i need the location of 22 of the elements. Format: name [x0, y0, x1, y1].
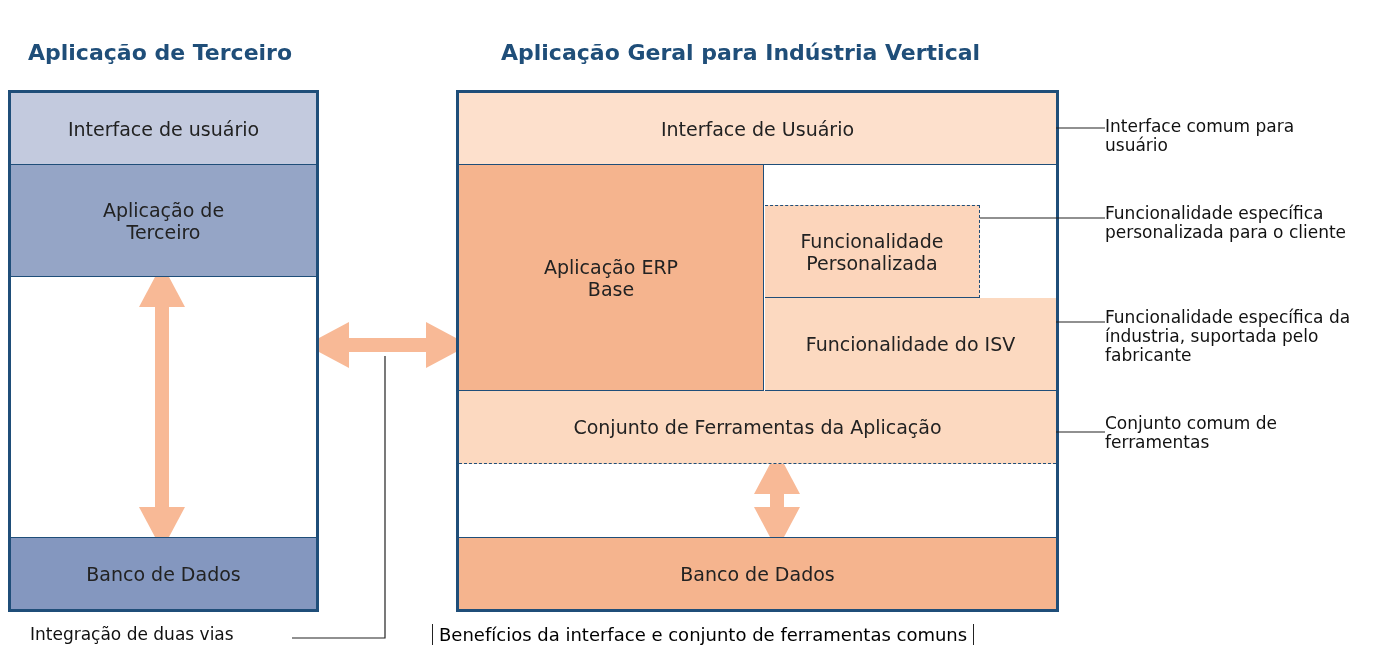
- leader-line: [1055, 431, 1106, 433]
- annotation-text: Conjunto comum de ferramentas: [1105, 414, 1370, 452]
- annotation-text: Funcionalidade específica da índustria, suportada pelo fabricante: [1105, 308, 1370, 365]
- layer-box: Funcionalidade do ISV: [765, 298, 1056, 391]
- panel-heading: Aplicação de Terceiro: [28, 40, 293, 65]
- layer-box: Banco de Dados: [459, 537, 1056, 609]
- layer-box: Banco de Dados: [11, 537, 316, 609]
- leader-line: [291, 355, 386, 639]
- note-text: Benefícios da interface e conjunto de ferramentas comuns: [432, 624, 975, 645]
- leader-line: [979, 217, 1106, 219]
- layer-box: Aplicação de Terceiro: [11, 165, 316, 277]
- leader-line: [1055, 127, 1106, 129]
- panel-heading: Aplicação Geral para Indústria Vertical: [501, 40, 981, 65]
- leader-line: [1055, 321, 1106, 323]
- layer-box: Conjunto de Ferramentas da Aplicação: [459, 391, 1056, 464]
- layer-box: Interface de Usuário: [459, 93, 1056, 165]
- layer-box: Aplicação ERP Base: [459, 165, 764, 391]
- layer-box: Funcionalidade Personalizada: [765, 205, 980, 298]
- annotation-text: Funcionalidade específica personalizada para o cliente: [1105, 204, 1370, 242]
- annotation-text: Interface comum para usuário: [1105, 117, 1355, 155]
- layer-box: Interface de usuário: [11, 93, 316, 165]
- annotation-text: Integração de duas vias: [30, 625, 292, 644]
